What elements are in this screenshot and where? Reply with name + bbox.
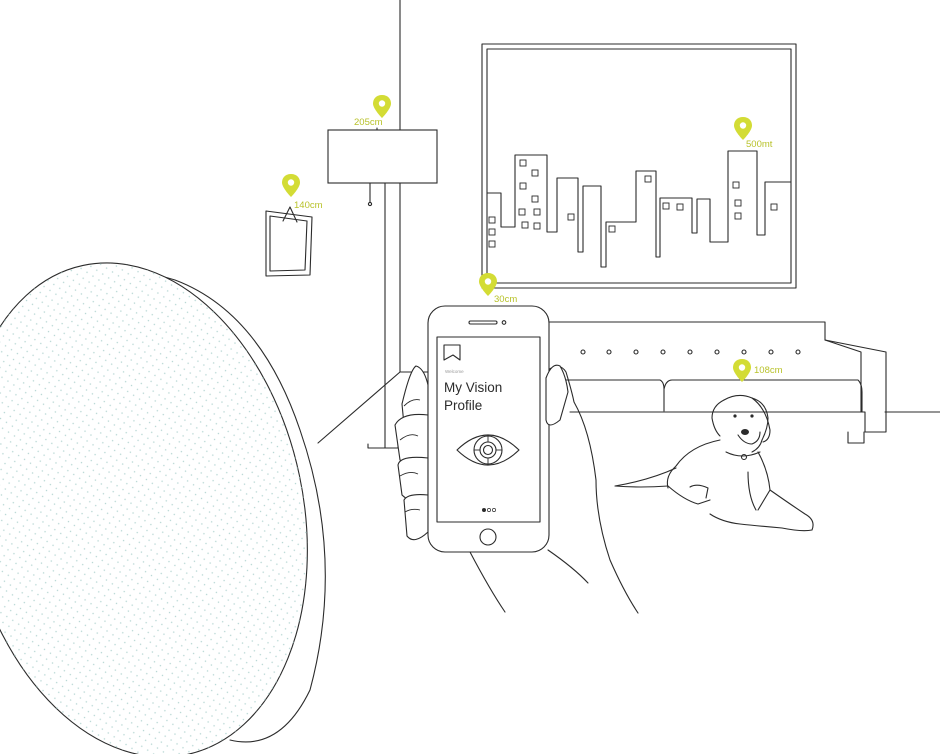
eye-icon[interactable] bbox=[456, 434, 520, 466]
page-dot[interactable] bbox=[492, 508, 496, 512]
picture-frame bbox=[265, 206, 313, 277]
page-dot[interactable] bbox=[487, 508, 491, 512]
marker-sofa[interactable]: 108cm bbox=[733, 359, 783, 382]
hand bbox=[394, 365, 639, 614]
city-painting bbox=[481, 43, 797, 289]
marker-label: 500mt bbox=[746, 139, 773, 150]
marker-painting[interactable]: 500mt bbox=[734, 117, 773, 150]
round-speaker-disc bbox=[0, 262, 326, 754]
screen-greeting: Welcome bbox=[445, 369, 464, 374]
location-pin-icon bbox=[733, 359, 751, 382]
marker-label: 205cm bbox=[354, 117, 383, 128]
marker-phone[interactable]: 30cm bbox=[479, 273, 517, 305]
location-pin-icon bbox=[479, 273, 497, 296]
page-indicator[interactable] bbox=[482, 508, 496, 512]
location-pin-icon bbox=[373, 95, 391, 118]
marker-label: 30cm bbox=[494, 294, 517, 305]
book-icon bbox=[443, 344, 461, 361]
page-dot-active[interactable] bbox=[482, 508, 486, 512]
screen-title-line2: Profile bbox=[444, 398, 482, 413]
marker-label: 140cm bbox=[294, 200, 323, 211]
location-pin-icon bbox=[734, 117, 752, 140]
location-pin-icon bbox=[282, 174, 300, 197]
sofa bbox=[547, 321, 887, 444]
thumb bbox=[545, 364, 569, 426]
screen-title-line1: My Vision bbox=[444, 380, 502, 395]
smartphone bbox=[427, 305, 550, 553]
marker-lamp[interactable]: 205cm bbox=[354, 95, 391, 128]
floor-lamp bbox=[327, 127, 438, 449]
marker-label: 108cm bbox=[754, 365, 783, 376]
location-markers: 205cm 140cm 500mt 30cm bbox=[282, 95, 783, 382]
marker-frame[interactable]: 140cm bbox=[282, 174, 323, 211]
phone-screen: Welcome My Vision Profile bbox=[443, 344, 520, 512]
dog bbox=[614, 394, 814, 532]
